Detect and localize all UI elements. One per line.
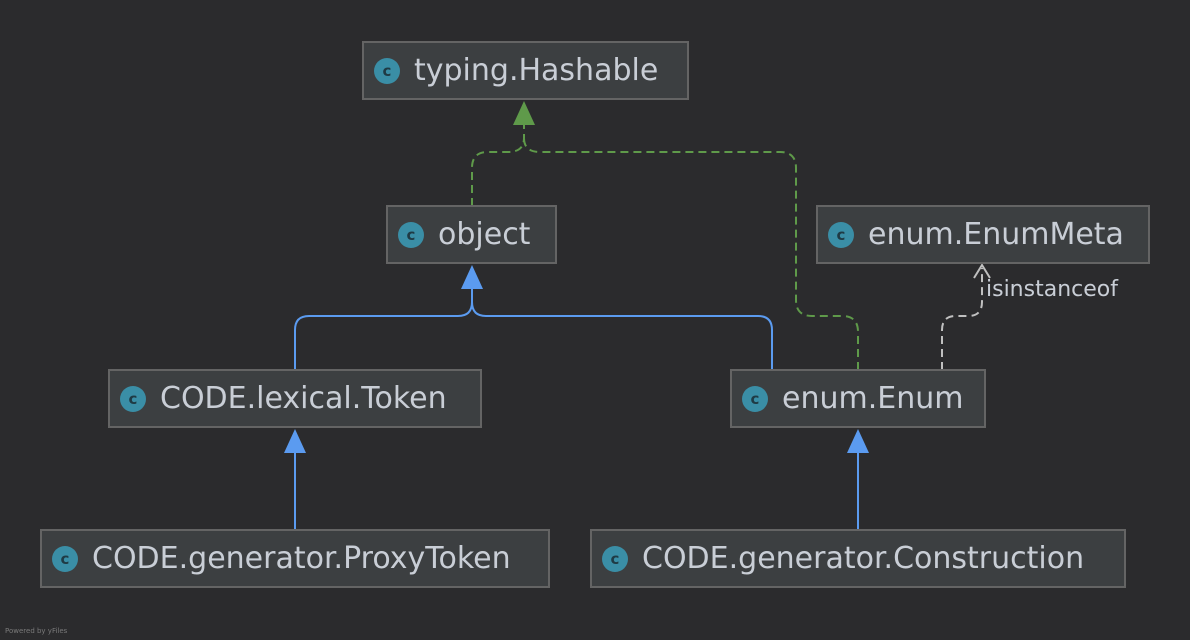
node-typing-hashable[interactable]: c typing.Hashable <box>362 41 689 100</box>
node-code-generator-construction[interactable]: c CODE.generator.Construction <box>590 529 1126 588</box>
edge-token-to-object <box>294 288 473 370</box>
node-label: CODE.generator.ProxyToken <box>92 541 511 576</box>
node-label: enum.EnumMeta <box>868 217 1124 252</box>
powered-by-footer: Powered by yFiles <box>5 627 68 635</box>
class-c-icon: c <box>374 57 400 84</box>
node-enum-enummeta[interactable]: c enum.EnumMeta <box>816 205 1150 264</box>
arrowhead-object <box>461 265 483 289</box>
arrowhead-enummeta <box>973 263 991 279</box>
edge-enum-to-object <box>471 301 773 370</box>
node-label: object <box>438 217 531 252</box>
class-c-icon: c <box>828 221 854 248</box>
implements-edges <box>471 124 859 370</box>
arrowhead-token <box>284 429 306 453</box>
node-code-lexical-token[interactable]: c CODE.lexical.Token <box>108 369 482 428</box>
class-c-icon: c <box>398 221 424 248</box>
node-label: typing.Hashable <box>414 53 659 88</box>
arrowhead-enum <box>847 429 869 453</box>
class-c-icon: c <box>602 545 628 572</box>
node-label: CODE.lexical.Token <box>160 381 447 416</box>
node-label: CODE.generator.Construction <box>642 541 1085 576</box>
class-c-icon: c <box>742 385 768 412</box>
edge-object-to-hashable <box>471 124 525 206</box>
edge-enum-isinstanceof-enummeta <box>941 268 983 370</box>
edge-enum-to-hashable <box>523 137 859 370</box>
isinstanceof-label: isinstanceof <box>986 277 1118 302</box>
node-label: enum.Enum <box>782 381 964 416</box>
class-c-icon: c <box>120 385 146 412</box>
class-c-icon: c <box>52 545 78 572</box>
node-code-generator-proxytoken[interactable]: c CODE.generator.ProxyToken <box>40 529 550 588</box>
inheritance-edges <box>294 288 859 530</box>
arrowhead-hashable <box>513 101 535 125</box>
inheritance-arrowheads <box>284 265 869 453</box>
node-enum-enum[interactable]: c enum.Enum <box>730 369 986 428</box>
node-object[interactable]: c object <box>386 205 557 264</box>
